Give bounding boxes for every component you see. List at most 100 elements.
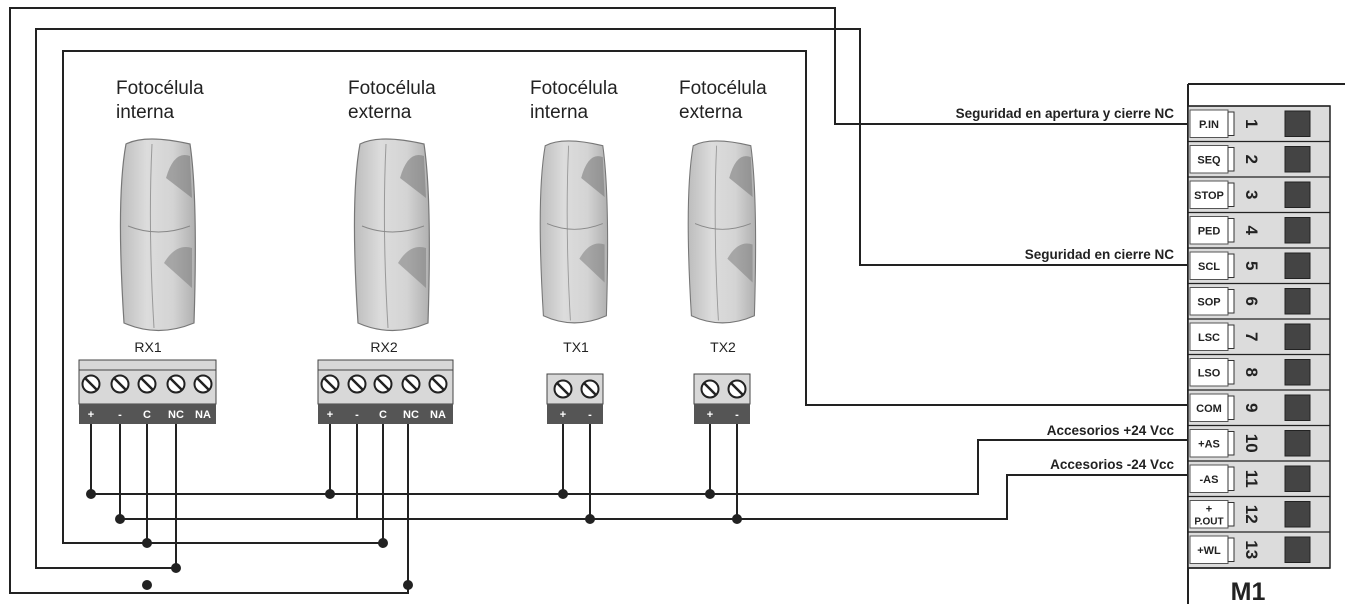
terminal-label: NC — [403, 409, 419, 421]
terminal-label: -AS — [1200, 474, 1219, 486]
terminal-label: C — [143, 409, 151, 421]
junctions — [86, 489, 742, 590]
terminal-number: 7 — [1242, 332, 1261, 341]
terminal-screw-icon — [1284, 288, 1311, 315]
terminal-label: + — [1206, 504, 1212, 516]
terminal-label: LSO — [1198, 367, 1221, 379]
photocell-body-icon — [353, 138, 430, 332]
terminal-label: SCL — [1198, 261, 1220, 273]
label-accessories-minus: Accesorios -24 Vcc — [1050, 457, 1174, 472]
terminal-label: P.IN — [1199, 119, 1219, 131]
terminal-screw-icon — [1284, 394, 1311, 421]
device-title-line1: Fotocélula — [679, 78, 767, 99]
terminal-row: COM 9 — [1188, 389, 1330, 422]
terminal-screw-icon — [1284, 323, 1311, 350]
terminal-number: 12 — [1242, 505, 1261, 524]
terminal-number: 10 — [1242, 434, 1261, 453]
label-opening-closing-safety: Seguridad en apertura y cierre NC — [956, 106, 1175, 121]
junction-dot — [325, 489, 335, 499]
junction-dot — [86, 489, 96, 499]
device-rx1: Fotocélula interna RX1 — [116, 78, 204, 355]
screw-icon — [166, 374, 186, 394]
junction-dot — [378, 538, 388, 548]
terminal-screw-icon — [1284, 146, 1311, 173]
terminal-screw-icon — [1284, 217, 1311, 244]
terminal-row: -AS 11 — [1188, 460, 1330, 493]
terminal-screw-icon — [1284, 252, 1311, 279]
terminal-label: + — [327, 409, 333, 421]
terminal-label: +AS — [1198, 438, 1220, 450]
terminal-number: 8 — [1242, 368, 1261, 377]
junction-dot — [705, 489, 715, 499]
terminal-number: 11 — [1242, 470, 1261, 488]
junction-dot — [732, 514, 742, 524]
device-name: TX2 — [710, 339, 736, 355]
terminal-number: 2 — [1242, 155, 1261, 164]
terminal-screw-icon — [1284, 110, 1311, 137]
terminal-number: 9 — [1242, 403, 1261, 412]
terminal-label: + — [88, 409, 94, 421]
terminal-label: + — [707, 409, 713, 421]
junction-dot — [585, 514, 595, 524]
terminal-label: - — [588, 409, 592, 421]
label-closing-safety: Seguridad en cierre NC — [1025, 247, 1175, 262]
screw-icon — [110, 374, 130, 394]
screw-icon — [580, 379, 600, 399]
terminal-strip-tx2: + - — [693, 373, 751, 424]
terminal-strip-tx1: + - — [546, 373, 604, 424]
device-name: RX1 — [134, 339, 161, 355]
terminal-label: SOP — [1197, 296, 1220, 308]
device-title-line2: interna — [116, 102, 175, 123]
terminal-row: P.OUT+12 — [1188, 495, 1330, 529]
terminal-screw-icon — [1284, 536, 1311, 563]
device-title-line2: externa — [348, 102, 412, 123]
device-title-line2: externa — [679, 102, 743, 123]
terminal-label: - — [118, 409, 122, 421]
junction-dot — [171, 563, 181, 573]
terminal-label: + — [560, 409, 566, 421]
device-tx1: Fotocélula interna TX1 — [530, 78, 618, 355]
terminal-row: LSO 8 — [1188, 353, 1330, 387]
terminal-number: 3 — [1242, 190, 1261, 199]
terminal-number: 5 — [1242, 261, 1261, 270]
device-title-line1: Fotocélula — [116, 78, 204, 99]
screw-icon — [727, 379, 747, 399]
label-accessories-plus: Accesorios +24 Vcc — [1047, 423, 1175, 438]
device-name: TX1 — [563, 339, 589, 355]
junction-dot — [142, 580, 152, 590]
device-tx2: Fotocélula externa TX2 — [679, 78, 767, 355]
terminal-block-name: M1 — [1231, 578, 1266, 604]
terminal-row: LSC 7 — [1188, 318, 1330, 351]
terminal-strip-rx1: + - C NC NA — [78, 359, 217, 424]
device-rx2: Fotocélula externa RX2 — [348, 78, 436, 355]
wire-opening-closing-safety — [9, 7, 1188, 594]
terminal-screw-icon — [1284, 181, 1311, 208]
photocell-body-icon — [687, 140, 757, 324]
terminal-label-line2: P.OUT — [1194, 517, 1223, 528]
terminal-label: COM — [1196, 403, 1222, 415]
screw-icon — [700, 379, 720, 399]
device-title-line2: interna — [530, 102, 589, 123]
device-title-line1: Fotocélula — [530, 78, 618, 99]
photocell-body-icon — [119, 138, 196, 332]
terminal-number: 6 — [1242, 297, 1261, 306]
terminal-strip-rx2: + - C NC NA — [317, 359, 454, 424]
terminal-screw-icon — [1284, 359, 1311, 386]
terminal-row: SCL 5 — [1188, 247, 1330, 280]
terminal-screw-icon — [1284, 465, 1311, 492]
screw-icon — [320, 374, 340, 394]
terminal-label: SEQ — [1197, 154, 1221, 166]
terminal-number: 13 — [1242, 540, 1261, 559]
junction-dot — [142, 538, 152, 548]
terminal-label: - — [735, 409, 739, 421]
junction-dot — [558, 489, 568, 499]
terminal-label: LSC — [1198, 332, 1220, 344]
screw-icon — [401, 374, 421, 394]
terminal-row: +AS 10 — [1188, 424, 1330, 458]
screw-icon — [428, 374, 448, 394]
